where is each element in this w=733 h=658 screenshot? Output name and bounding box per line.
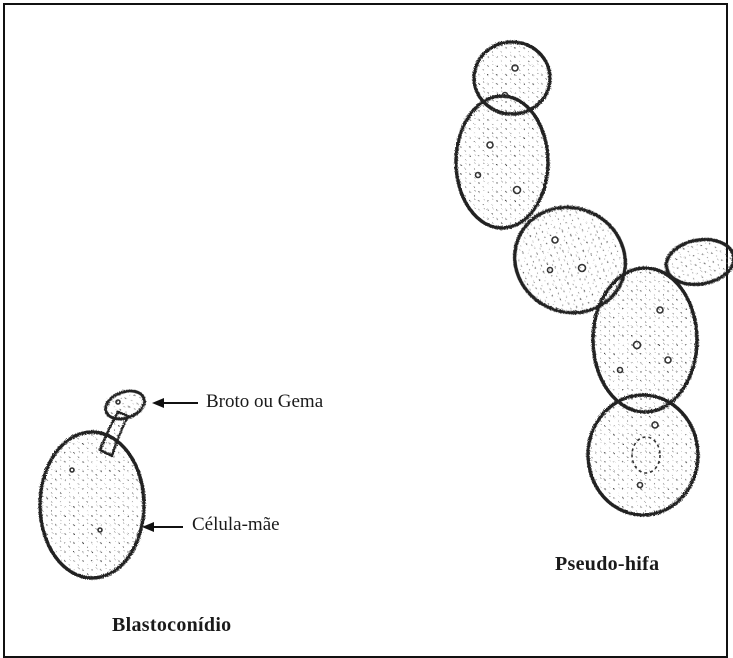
pseudohypha-title: Pseudo-hifa <box>555 553 659 576</box>
pseudohypha-cell-2 <box>456 96 548 228</box>
mother-cell <box>40 432 144 578</box>
bud-cell <box>102 386 148 424</box>
bud-label: Broto ou Gema <box>206 391 323 413</box>
blastoconidium-title: Blastoconídio <box>112 614 231 637</box>
mother-cell-label: Célula-mãe <box>192 514 280 536</box>
pseudohypha-group <box>456 42 733 515</box>
pseudohypha-cell-5 <box>593 268 697 412</box>
blastoconidium-group <box>40 386 198 578</box>
bud-arrow <box>152 398 198 408</box>
pseudohypha-cell-6 <box>588 395 698 515</box>
mother-cell-arrow <box>142 522 183 532</box>
